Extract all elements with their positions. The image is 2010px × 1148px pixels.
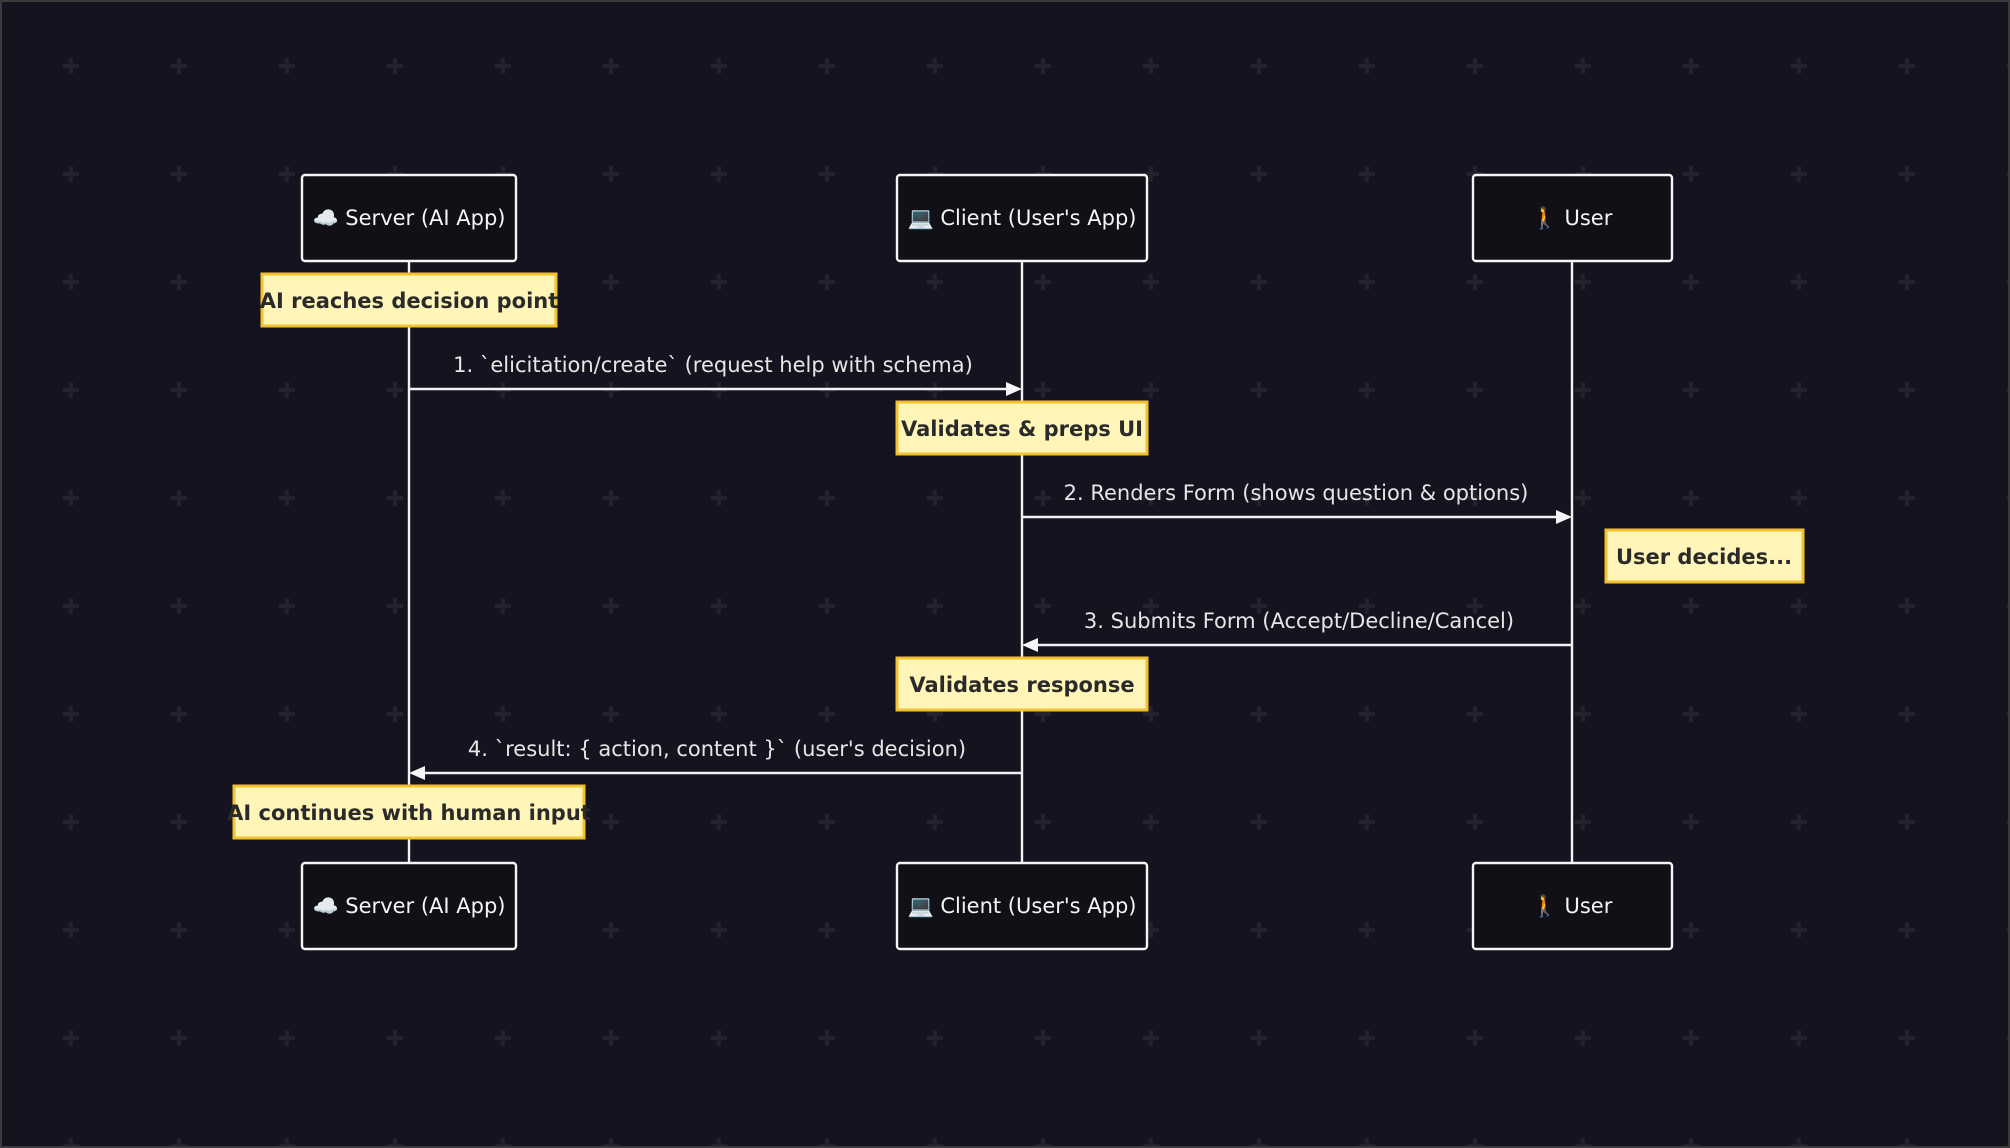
note-client-validate-response: Validates response xyxy=(895,656,1149,712)
actor-client-label: 💻 Client (User's App) xyxy=(908,206,1137,230)
message-1-label: 1. `elicitation/create` (request help wi… xyxy=(453,353,973,377)
note-client-validate-response-text: Validates response xyxy=(909,673,1134,697)
message-1-arrowhead xyxy=(1006,382,1022,396)
actor-client-bottom: 💻 Client (User's App) xyxy=(895,861,1149,951)
note-server-continue-text: AI continues with human input xyxy=(227,801,591,825)
actor-server-bottom-label: ☁️ Server (AI App) xyxy=(312,894,505,918)
note-server-continue: AI continues with human input xyxy=(227,784,591,840)
message-2-arrowhead xyxy=(1556,510,1572,524)
actor-user-bottom: 🚶 User xyxy=(1471,861,1674,951)
actor-user-bottom-label: 🚶 User xyxy=(1532,893,1613,918)
message-3: 3. Submits Form (Accept/Decline/Cancel) xyxy=(1022,609,1572,652)
note-user-decides-text: User decides... xyxy=(1616,545,1792,569)
message-1: 1. `elicitation/create` (request help wi… xyxy=(409,353,1022,396)
actor-server-bottom: ☁️ Server (AI App) xyxy=(300,861,518,951)
message-3-label: 3. Submits Form (Accept/Decline/Cancel) xyxy=(1084,609,1514,633)
message-4-label: 4. `result: { action, content }` (user's… xyxy=(468,737,966,761)
message-4: 4. `result: { action, content }` (user's… xyxy=(409,737,1022,780)
actor-user-top: 🚶 User xyxy=(1471,173,1674,263)
message-2: 2. Renders Form (shows question & option… xyxy=(1022,481,1572,524)
actor-server-top: ☁️ Server (AI App) xyxy=(300,173,518,263)
message-4-arrowhead xyxy=(409,766,425,780)
message-2-label: 2. Renders Form (shows question & option… xyxy=(1064,481,1529,505)
actor-client-top: 💻 Client (User's App) xyxy=(895,173,1149,263)
actor-client-bottom-label: 💻 Client (User's App) xyxy=(908,894,1137,918)
actor-user-label: 🚶 User xyxy=(1532,205,1613,230)
note-server-decision: AI reaches decision point xyxy=(260,272,559,328)
actor-server-label: ☁️ Server (AI App) xyxy=(312,206,505,230)
note-user-decides: User decides... xyxy=(1604,528,1805,584)
message-3-arrowhead xyxy=(1022,638,1038,652)
note-client-validate-text: Validates & preps UI xyxy=(901,417,1143,441)
note-server-decision-text: AI reaches decision point xyxy=(260,289,559,313)
note-client-validate: Validates & preps UI xyxy=(895,400,1149,456)
